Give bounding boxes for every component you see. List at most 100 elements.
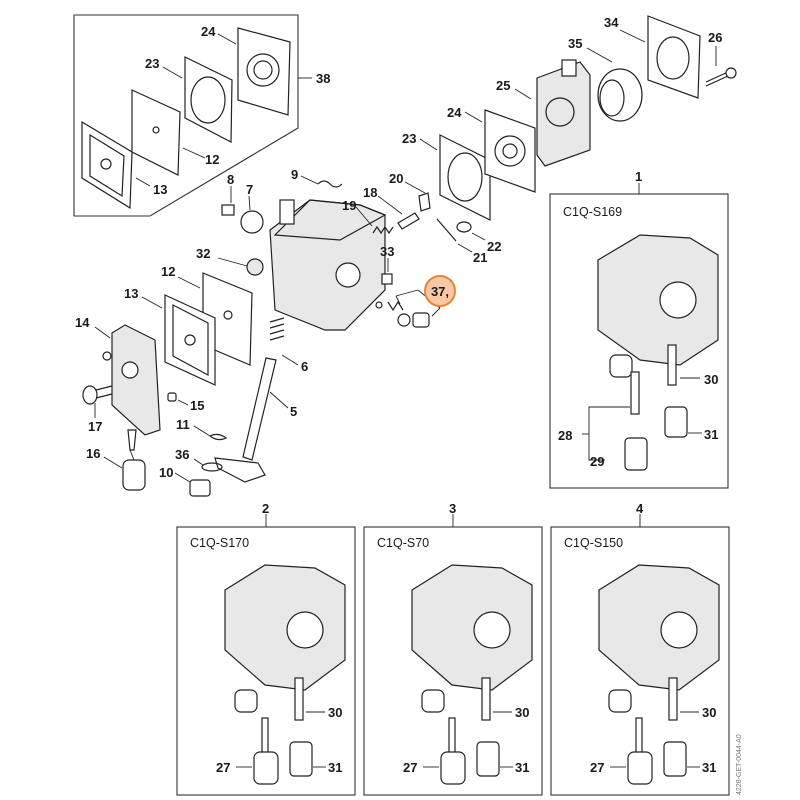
gasket-13-kit xyxy=(81,120,133,210)
callout-11[interactable]: 11 xyxy=(176,417,190,432)
callout-31-v3[interactable]: 31 xyxy=(515,760,530,775)
spring-6 xyxy=(269,317,285,341)
callout-34[interactable]: 34 xyxy=(604,15,619,30)
knob-27-v4 xyxy=(627,751,653,785)
variant-1-number[interactable]: 1 xyxy=(635,169,643,184)
screen-32 xyxy=(246,258,264,276)
callout-27-v2[interactable]: 27 xyxy=(216,760,231,775)
cap-31-v3 xyxy=(476,741,500,777)
callout-29-v1[interactable]: 29 xyxy=(590,454,605,469)
callout-31-v2[interactable]: 31 xyxy=(328,760,343,775)
callout-25[interactable]: 25 xyxy=(496,78,511,93)
variant-2-model: C1Q-S170 xyxy=(190,536,250,550)
callout-16[interactable]: 16 xyxy=(86,446,101,461)
callout-7[interactable]: 7 xyxy=(246,182,254,197)
callout-12-kit[interactable]: 12 xyxy=(205,152,220,167)
callout-23-kit[interactable]: 23 xyxy=(145,56,160,71)
document-id: 4228-GET-0044-A0 xyxy=(736,734,743,795)
callout-24-kit[interactable]: 24 xyxy=(201,24,216,39)
variant-3-number[interactable]: 3 xyxy=(449,501,457,516)
screw-22 xyxy=(456,221,472,233)
callout-18[interactable]: 18 xyxy=(363,185,378,200)
callout-28-v1[interactable]: 28 xyxy=(558,428,573,443)
callout-31-v1[interactable]: 31 xyxy=(704,427,719,442)
screw-16 xyxy=(122,429,146,491)
carb-variant-4 xyxy=(598,564,720,713)
lever-20 xyxy=(418,192,431,212)
callout-6[interactable]: 6 xyxy=(301,359,309,374)
variant-3-model: C1Q-S70 xyxy=(377,536,430,550)
variant-2-number[interactable]: 2 xyxy=(262,501,270,516)
jet-28-v1 xyxy=(630,371,640,415)
callout-26[interactable]: 26 xyxy=(708,30,723,45)
knob-27-v3 xyxy=(440,751,466,785)
callout-21[interactable]: 21 xyxy=(473,250,488,265)
callout-23[interactable]: 23 xyxy=(402,131,417,146)
callout-37-text: 37, xyxy=(430,283,450,299)
callout-27-v4[interactable]: 27 xyxy=(590,760,605,775)
jet-30-v1 xyxy=(667,344,677,386)
gasket-34 xyxy=(647,15,701,99)
callout-31-v4[interactable]: 31 xyxy=(702,760,717,775)
callout-22[interactable]: 22 xyxy=(487,239,502,254)
pump-cover-25 xyxy=(536,59,591,167)
plate-7 xyxy=(240,210,264,234)
variant-1-model: C1Q-S169 xyxy=(563,205,623,219)
callout-13-kit[interactable]: 13 xyxy=(153,182,168,197)
cap-31-v2 xyxy=(289,741,313,777)
diaphragm-24 xyxy=(484,109,536,193)
callout-20[interactable]: 20 xyxy=(389,171,404,186)
gasket-13 xyxy=(164,294,216,386)
callout-13[interactable]: 13 xyxy=(124,286,139,301)
callout-30-v4[interactable]: 30 xyxy=(702,705,717,720)
shaft-5 xyxy=(214,357,277,483)
callout-27-v3[interactable]: 27 xyxy=(403,760,418,775)
carburetor-body xyxy=(269,199,387,331)
diaphragm-24-kit xyxy=(237,27,291,116)
clip-11 xyxy=(209,433,228,441)
knob-27-v2 xyxy=(253,751,279,785)
callout-9[interactable]: 9 xyxy=(291,167,299,182)
callout-38[interactable]: 38 xyxy=(316,71,331,86)
callout-30-v2[interactable]: 30 xyxy=(328,705,343,720)
callout-33[interactable]: 33 xyxy=(380,244,395,259)
carb-variant-3 xyxy=(411,564,533,713)
callout-32[interactable]: 32 xyxy=(196,246,211,261)
gasket-23-kit xyxy=(184,56,233,143)
callout-14[interactable]: 14 xyxy=(75,315,90,330)
callout-30-v3[interactable]: 30 xyxy=(515,705,530,720)
plug-15 xyxy=(167,392,177,402)
nut-10 xyxy=(189,479,211,497)
cover-14 xyxy=(102,324,161,436)
callout-24[interactable]: 24 xyxy=(447,105,462,120)
variant-4-number[interactable]: 4 xyxy=(636,501,644,516)
spring-19 xyxy=(372,225,394,235)
carb-variant-1 xyxy=(597,234,719,378)
callout-36[interactable]: 36 xyxy=(175,447,190,462)
needle-18 xyxy=(397,212,420,230)
cap-29-v1 xyxy=(624,437,648,471)
washer-36 xyxy=(201,462,223,472)
cap-35 xyxy=(597,68,643,122)
callout-8[interactable]: 8 xyxy=(227,172,235,187)
gasket-23 xyxy=(439,134,491,221)
callout-12[interactable]: 12 xyxy=(161,264,176,279)
callout-30-v1[interactable]: 30 xyxy=(704,372,719,387)
jet-30-v4 xyxy=(668,677,678,721)
plate-12-kit xyxy=(131,89,181,176)
cap-31-v1 xyxy=(664,406,688,438)
callout-35[interactable]: 35 xyxy=(568,36,583,51)
nut-33 xyxy=(381,273,393,285)
callout-17[interactable]: 17 xyxy=(88,419,103,434)
carb-variant-2 xyxy=(224,564,346,713)
variant-4-model: C1Q-S150 xyxy=(564,536,624,550)
callout-19[interactable]: 19 xyxy=(342,198,357,213)
jet-30-v3 xyxy=(481,677,491,721)
callout-15[interactable]: 15 xyxy=(190,398,205,413)
callout-37-highlighted[interactable]: 37, xyxy=(424,275,456,307)
callout-5[interactable]: 5 xyxy=(290,404,298,419)
clip-9 xyxy=(317,180,343,188)
callout-10[interactable]: 10 xyxy=(159,465,174,480)
